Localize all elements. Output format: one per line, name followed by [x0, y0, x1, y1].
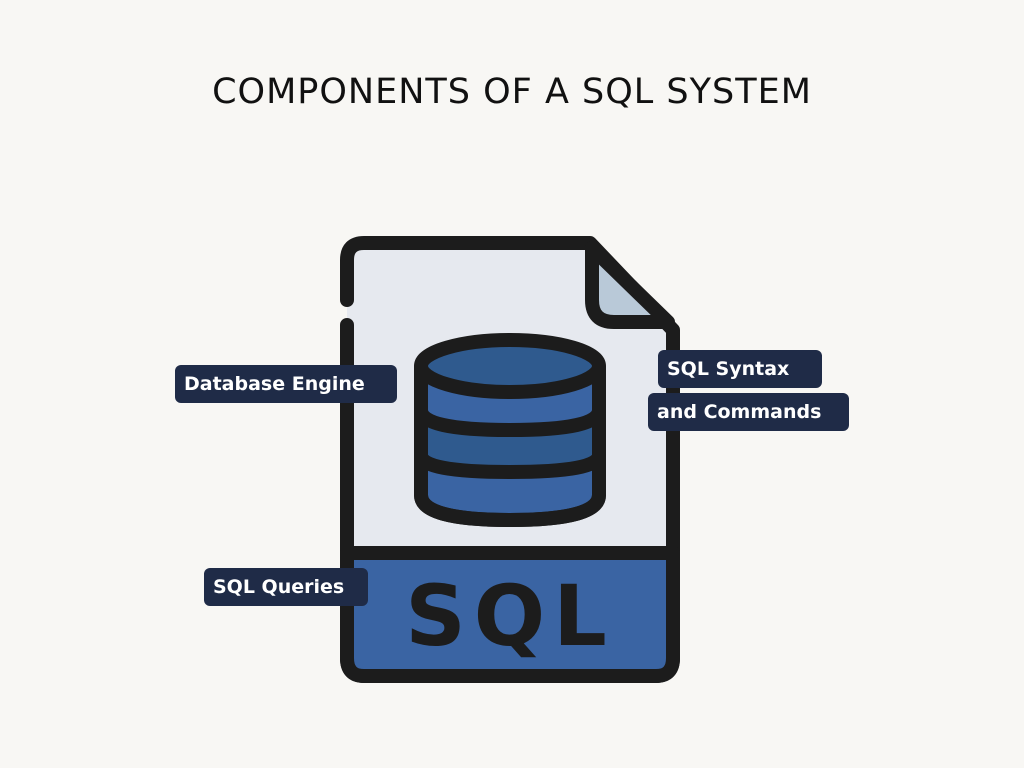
database-icon [414, 333, 606, 527]
label-sql-queries: SQL Queries [204, 568, 368, 606]
sql-icon-text: SQL [405, 567, 614, 665]
label-sql-syntax: SQL Syntax [658, 350, 822, 388]
file-fold [585, 241, 675, 329]
label-and-commands: and Commands [648, 393, 849, 431]
page-title: COMPONENTS OF A SQL SYSTEM [212, 72, 812, 112]
file-bottom-band [340, 546, 680, 683]
label-database-engine: Database Engine [175, 365, 397, 403]
